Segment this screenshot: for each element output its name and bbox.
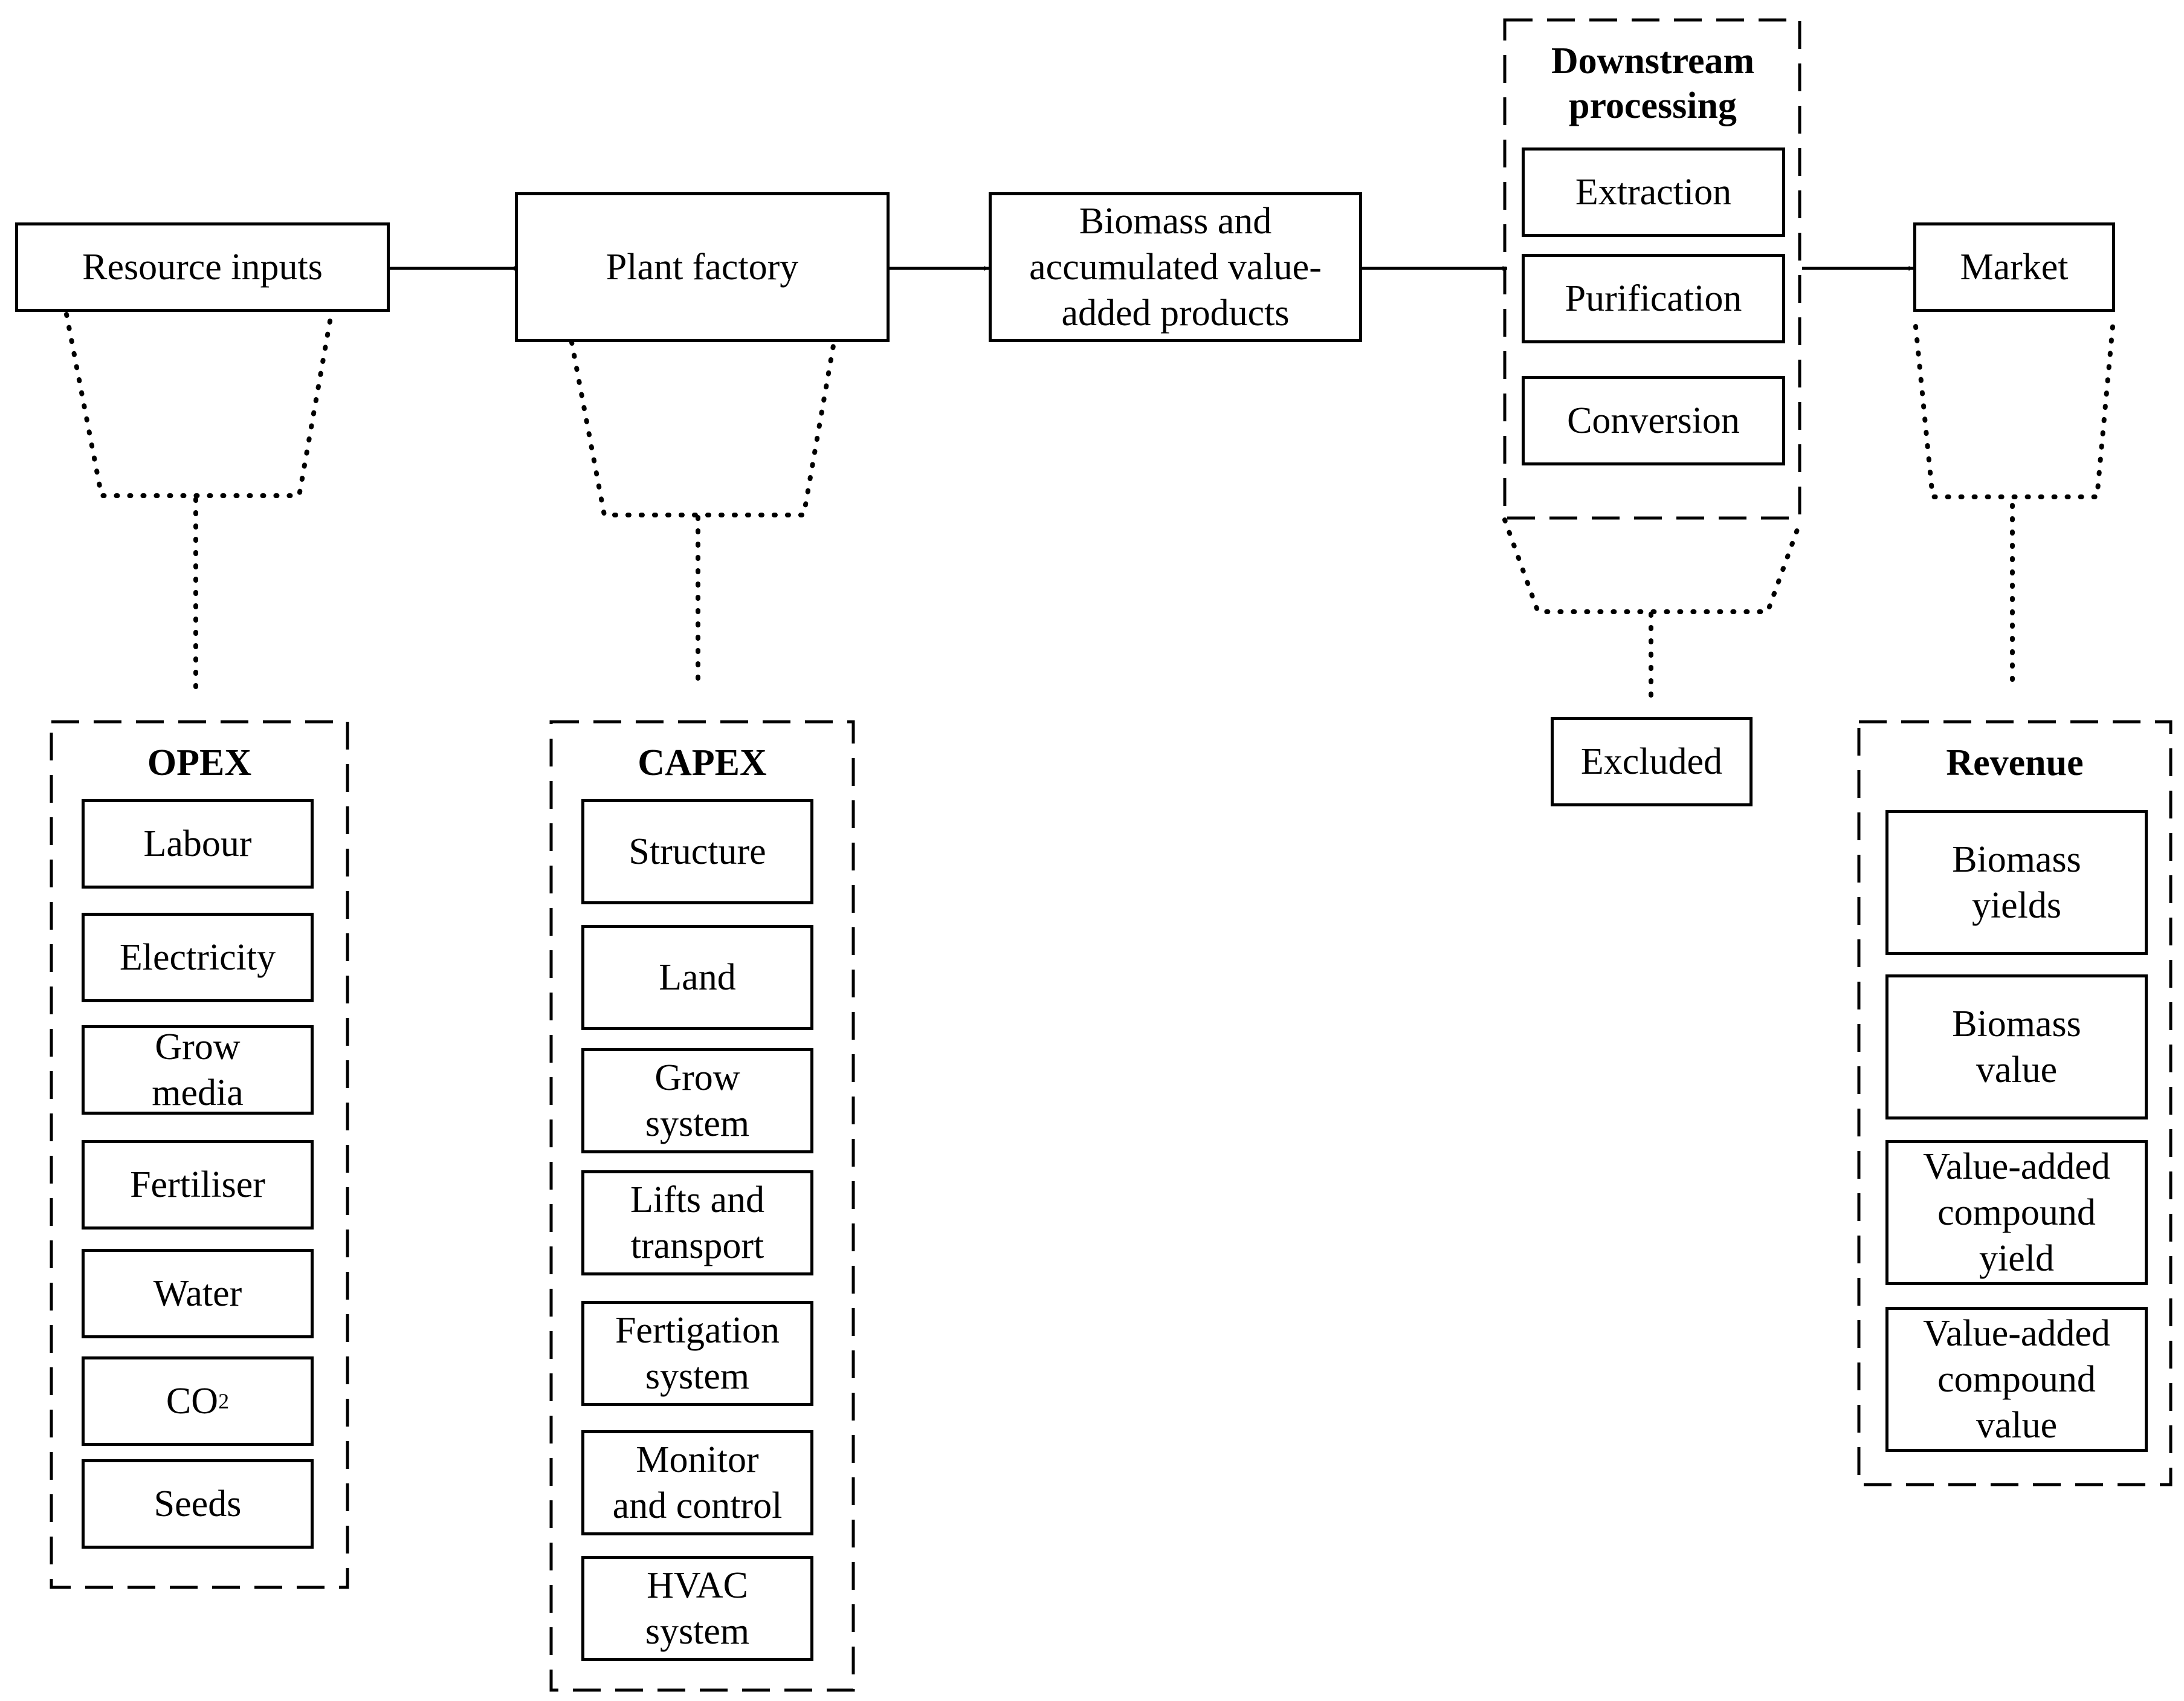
opex-group-outline [50,720,349,1589]
excluded-funnel-dotted [1502,517,1803,704]
capex-item-monitor-and-control: Monitor and control [581,1430,813,1535]
downstream-group-outline [1503,18,1801,520]
capex-item-fertigation-system: Fertigation system [581,1301,813,1406]
revenue-group-outline [1857,720,2173,1486]
opex-title: OPEX [147,742,252,783]
purification-box: Purification [1522,254,1785,343]
capex-item-grow-system: Grow system [581,1048,813,1153]
co2-label: CO [166,1381,219,1422]
capex-title: CAPEX [638,742,767,783]
capex-item-hvac-system: HVAC system [581,1556,813,1661]
conversion-box: Conversion [1522,376,1785,465]
plant-factory-box: Plant factory [515,192,890,342]
revenue-item-value-added-compound-yield: Value-added compound yield [1885,1140,2148,1285]
opex-item-fertiliser: Fertiliser [82,1140,314,1230]
opex-item-seeds: Seeds [82,1459,314,1549]
opex-funnel-dotted [64,312,334,692]
market-box: Market [1913,222,2115,312]
opex-item-grow-media: Grow media [82,1025,314,1115]
resource-inputs-box: Resource inputs [15,222,390,312]
extraction-box: Extraction [1522,147,1785,237]
revenue-item-biomass-yields: Biomass yields [1885,810,2148,955]
revenue-funnel-dotted [1913,324,2115,692]
opex-item-labour: Labour [82,799,314,889]
excluded-box: Excluded [1551,717,1753,806]
co2-subscript: 2 [218,1389,230,1413]
downstream-processing-title: Downstream processing [1551,40,1755,126]
capex-group-outline [549,720,855,1692]
revenue-item-value-added-compound-value: Value-added compound value [1885,1307,2148,1452]
opex-item-electricity: Electricity [82,913,314,1002]
capex-item-land: Land [581,925,813,1030]
revenue-item-biomass-value: Biomass value [1885,974,2148,1119]
capex-item-structure: Structure [581,799,813,904]
revenue-title: Revenue [1946,742,2084,783]
biomass-products-box: Biomass and accumulated value- added pro… [989,192,1362,342]
capex-funnel-dotted [569,340,836,692]
opex-item-water: Water [82,1249,314,1338]
capex-item-lifts-and-transport: Lifts and transport [581,1170,813,1275]
